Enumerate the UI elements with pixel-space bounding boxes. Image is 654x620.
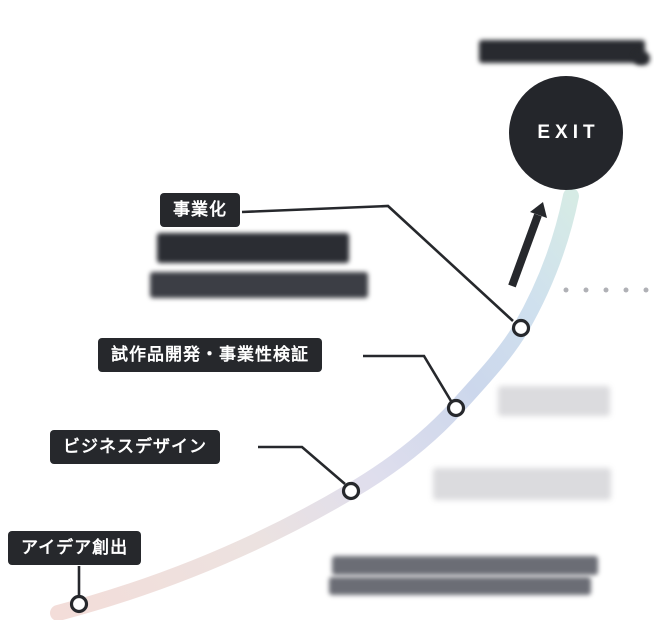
blurred-text-curve-note-lower <box>433 468 611 500</box>
connector-commercialization <box>241 204 514 322</box>
connector-prototype <box>363 354 453 402</box>
exit-node: EXIT <box>509 76 623 190</box>
stage-label-prototype: 試作品開発・事業性検証 <box>98 338 322 373</box>
stage-label-commercialization: 事業化 <box>160 193 240 228</box>
blurred-text-curve-note-upper <box>498 386 610 416</box>
stage-label-business-design: ビジネスデザイン <box>50 430 220 465</box>
connector-business-design <box>258 445 346 485</box>
growth-arrow-head <box>530 202 547 218</box>
marker-idea <box>69 594 89 614</box>
blurred-text-exit-annotation <box>479 40 645 63</box>
faint-dot-row <box>563 287 649 293</box>
blurred-text-bottom-line2 <box>329 577 591 595</box>
blurred-text-bottom-line1 <box>332 556 598 575</box>
marker-business-design <box>341 481 361 501</box>
marker-prototype <box>446 398 466 418</box>
blurred-text-commercialization-line1 <box>157 233 349 263</box>
marker-commercialization <box>511 318 531 338</box>
blurred-text-commercialization-line2 <box>150 272 368 298</box>
blurred-text-exit-annotation-tail <box>634 52 650 65</box>
growth-arrow <box>508 213 542 288</box>
stage-label-idea: アイデア創出 <box>8 531 142 566</box>
growth-curve-band <box>50 188 579 620</box>
